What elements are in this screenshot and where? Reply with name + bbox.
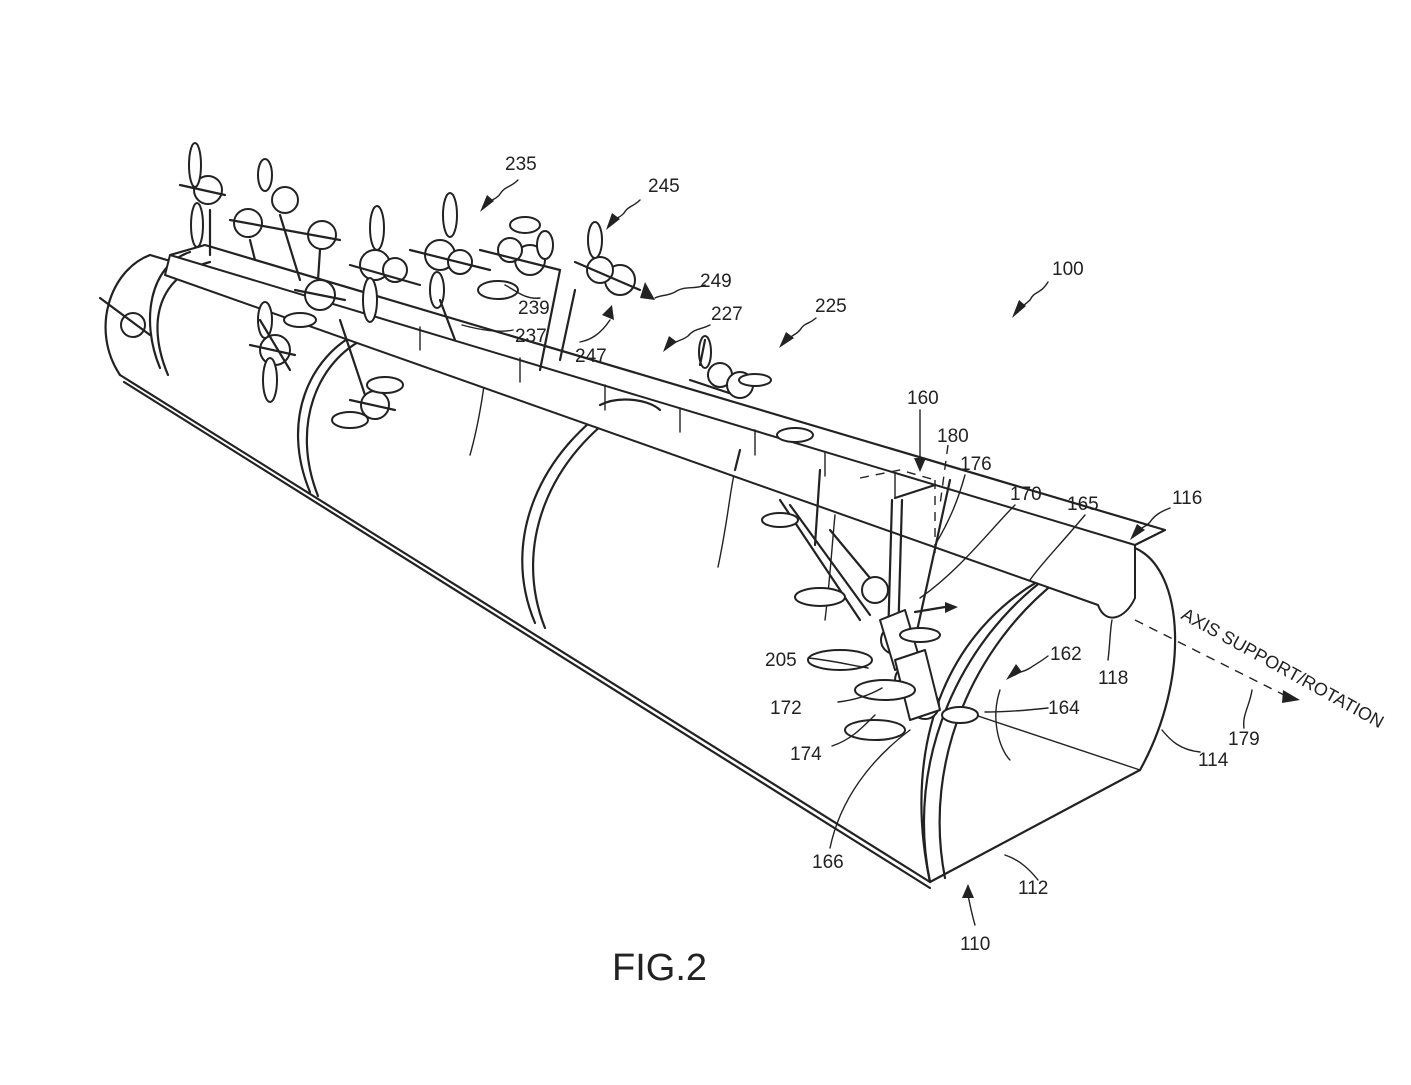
label-110: 110 xyxy=(960,934,990,955)
label-227: 227 xyxy=(711,304,743,325)
label-237: 237 xyxy=(515,326,547,347)
propeller-units xyxy=(98,142,772,429)
label-225: 225 xyxy=(815,296,847,317)
label-164: 164 xyxy=(1048,698,1080,719)
label-170: 170 xyxy=(1010,484,1042,505)
label-235: 235 xyxy=(505,154,537,175)
label-160: 160 xyxy=(907,388,939,409)
figure-caption: FIG.2 xyxy=(612,947,707,989)
label-205: 205 xyxy=(765,650,797,671)
label-180: 180 xyxy=(937,426,969,447)
label-162: 162 xyxy=(1050,644,1082,665)
label-116: 116 xyxy=(1172,488,1202,509)
label-118: 118 xyxy=(1098,668,1128,689)
label-247: 247 xyxy=(575,346,607,367)
label-179: 179 xyxy=(1228,729,1260,750)
arm-assembly xyxy=(761,427,979,741)
label-165: 165 xyxy=(1067,494,1099,515)
label-174: 174 xyxy=(790,744,822,765)
label-176: 176 xyxy=(960,454,992,475)
leader-lines xyxy=(461,179,1300,926)
label-245: 245 xyxy=(648,176,680,197)
reference-labels: 100 225 227 235 245 249 239 237 247 160 … xyxy=(505,154,1387,989)
label-114: 114 xyxy=(1198,750,1229,771)
support-beam xyxy=(164,243,1167,619)
label-166: 166 xyxy=(812,852,844,873)
label-172: 172 xyxy=(770,698,802,719)
label-100: 100 xyxy=(1052,259,1084,280)
label-239: 239 xyxy=(518,298,550,319)
label-112: 112 xyxy=(1018,878,1048,899)
label-249: 249 xyxy=(700,271,732,292)
axis-support-rotation-label: AXIS SUPPORT/ROTATION xyxy=(1178,604,1387,732)
